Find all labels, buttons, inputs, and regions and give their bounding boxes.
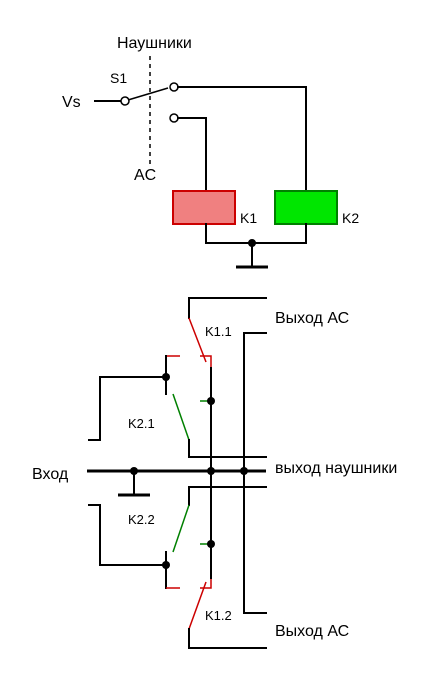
switch-common-terminal <box>120 96 130 106</box>
junction-headphones-ac <box>240 467 248 475</box>
k21-blade <box>172 393 190 441</box>
k22-blade <box>172 504 190 553</box>
junction-k21 <box>207 397 215 405</box>
junction-k22 <box>207 540 215 548</box>
relay-k2-label: K2 <box>342 210 359 226</box>
wire-to-k1 <box>177 117 207 192</box>
headphones-label: Наушники <box>117 35 192 52</box>
relay-coil-k1 <box>172 190 236 225</box>
switch-terminal-ac <box>169 113 179 123</box>
output-ac-bottom-label: Выход АС <box>275 623 349 640</box>
output-ac-top-label: Выход АС <box>275 310 349 327</box>
signal-circuit: Выход АС Выход АС K1.1 K2.1 выход наушни… <box>32 297 397 649</box>
switch-lever <box>127 87 169 101</box>
input-label: Вход <box>32 466 69 483</box>
k11-label: K1.1 <box>205 324 232 339</box>
right-channel-branch <box>88 504 167 566</box>
relay-coil-k2 <box>274 190 338 225</box>
ac-label: AC <box>134 167 156 184</box>
k11-blade <box>188 317 207 363</box>
k11-no-contact <box>200 355 212 368</box>
junction-headphones-center <box>207 467 215 475</box>
wire-to-k2 <box>177 86 307 192</box>
switch-label: S1 <box>110 70 127 86</box>
junction-right-channel <box>162 561 170 569</box>
switch-terminal-headphones <box>169 82 179 92</box>
k12-label: K1.2 <box>205 608 232 623</box>
control-circuit: Наушники S1 Vs AC K1 K2 <box>62 35 359 269</box>
k21-label: K2.1 <box>128 416 155 431</box>
relay-k1-label: K1 <box>240 210 257 226</box>
k12-blade <box>188 581 207 630</box>
k22-label: K2.2 <box>128 512 155 527</box>
junction-left-channel-top <box>162 373 170 381</box>
left-channel-branch <box>88 376 167 441</box>
coil-return-wire <box>205 223 307 244</box>
headphones-output-label: выход наушники <box>275 460 397 477</box>
junction-input-ground <box>130 467 138 475</box>
vs-label: Vs <box>62 94 81 111</box>
